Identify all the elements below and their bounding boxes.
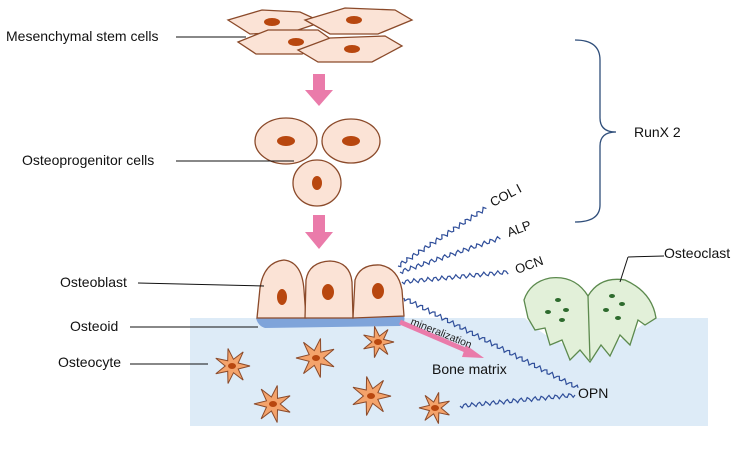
alp-signal-wave [399, 235, 501, 275]
osteocyte-nucleus [312, 355, 320, 361]
opn-bone-wave [459, 393, 576, 409]
ocn-signal-wave [401, 269, 509, 285]
osteoclast-leader-down [619, 256, 629, 283]
osteoclast-nuclei [545, 294, 625, 322]
osteoclast-leader [627, 255, 665, 258]
differentiation-arrow [305, 215, 333, 249]
signal-waves [397, 206, 579, 409]
osteocyte-label: Osteocyte [58, 354, 121, 370]
osteoclast-label: Osteoclast [664, 245, 730, 261]
osteoprogenitor-cells [254, 117, 381, 207]
osteocyte-nucleus [431, 405, 439, 411]
osteocyte-nucleus [367, 393, 375, 399]
runx2-label: RunX 2 [634, 124, 681, 140]
osteoblast-nuclei [277, 283, 384, 305]
osteoblast-cell [256, 259, 307, 319]
differentiation-arrow [305, 74, 333, 106]
msc-label: Mesenchymal stem cells [6, 28, 159, 44]
opn-label: OPN [578, 385, 608, 401]
runx2-bracket [574, 39, 617, 223]
osteoid-label: Osteoid [70, 318, 118, 334]
osteocyte-nucleus [374, 339, 382, 345]
osteocyte-nucleus [269, 401, 277, 407]
osteocyte-nucleus [228, 363, 236, 369]
osteoblast-label: Osteoblast [60, 274, 127, 290]
osteoprogenitor-label: Osteoprogenitor cells [22, 152, 154, 168]
mineralization-arrow [399, 319, 484, 358]
mesenchymal-stem-cells [226, 7, 414, 63]
ocn-label: OCN [513, 253, 545, 277]
col1-signal-wave [397, 206, 487, 268]
msc-nuclei [264, 16, 362, 53]
osteocytes [215, 326, 450, 424]
opn-signal-wave [403, 297, 579, 388]
osteoblast-leader [137, 282, 265, 287]
osteoclast [523, 276, 657, 364]
alp-label: ALP [505, 217, 533, 240]
bone-matrix-label: Bone matrix [432, 361, 507, 377]
col1-label: COL I [487, 181, 524, 210]
